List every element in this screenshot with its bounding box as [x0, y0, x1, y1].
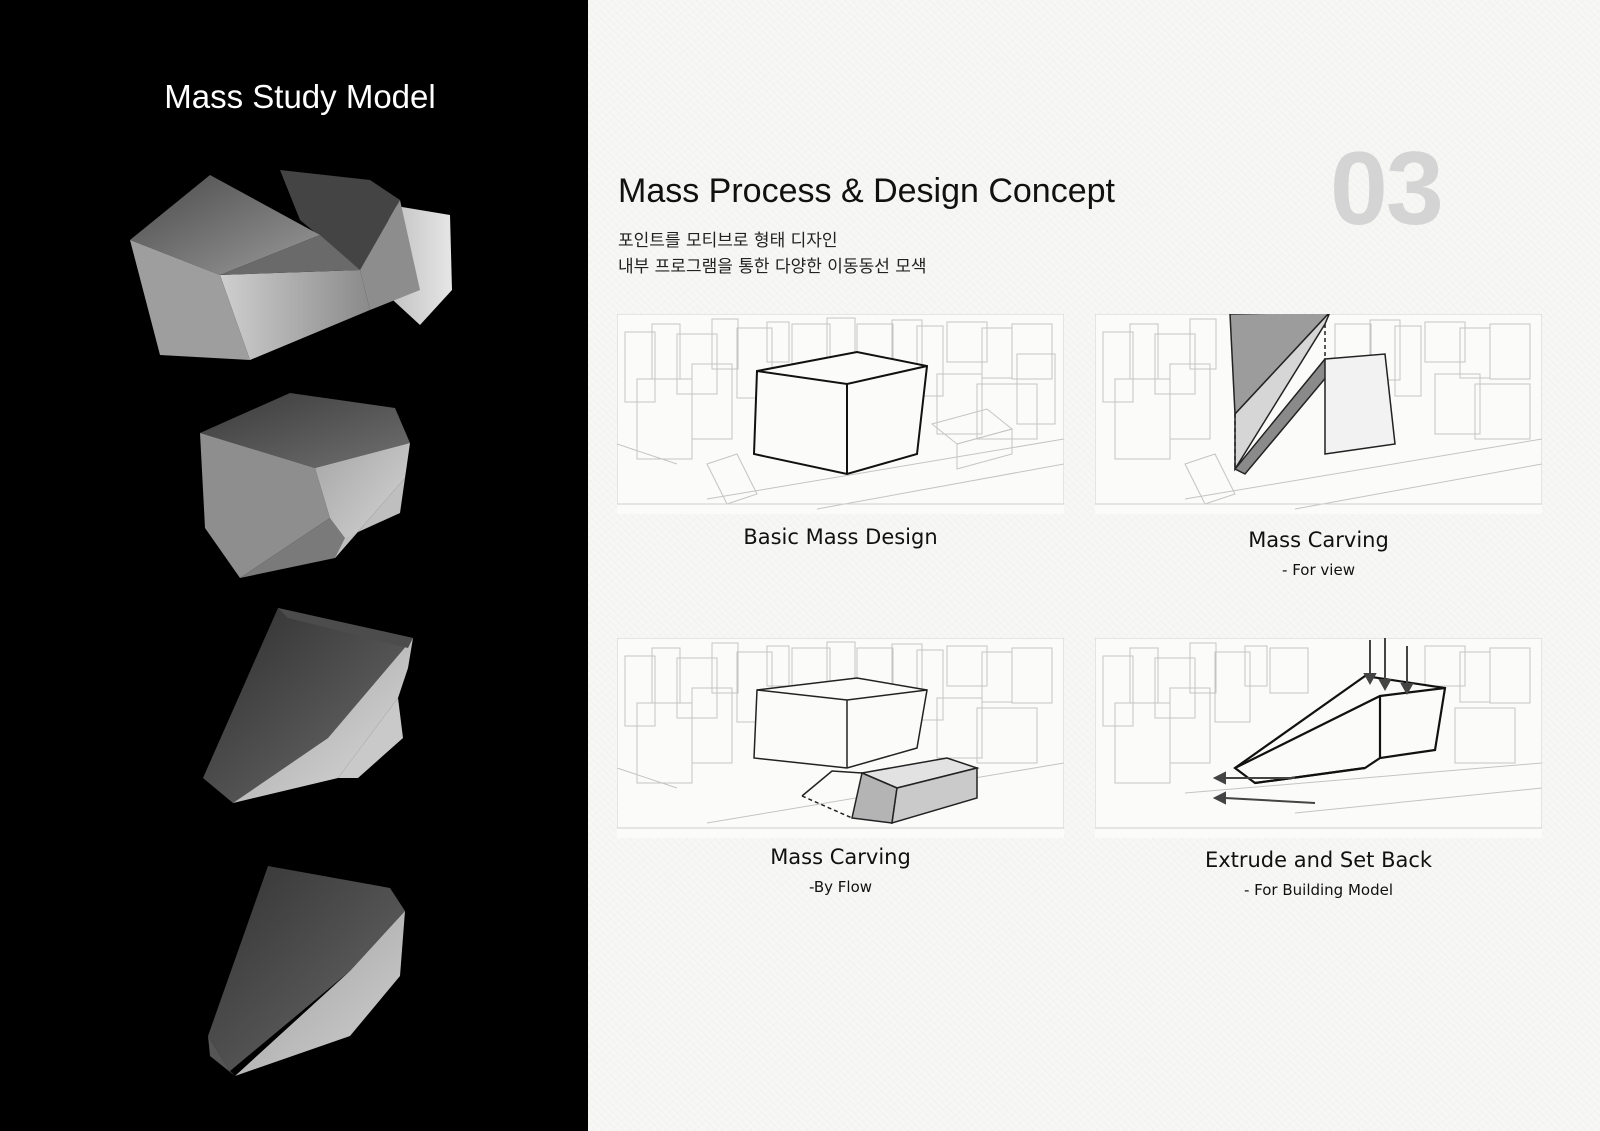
caption-title: Basic Mass Design	[743, 525, 938, 549]
caption-basic-mass: Basic Mass Design	[617, 525, 1064, 549]
page-title: Mass Process & Design Concept	[618, 172, 1115, 210]
caption-title: Extrude and Set Back	[1204, 848, 1433, 872]
caption-subtitle: - For Building Model	[1243, 881, 1394, 899]
subtitle-line-1: 포인트를 모티브로 형태 디자인	[618, 231, 838, 251]
caption-subtitle: - For view	[1282, 561, 1355, 579]
caption-title: Mass Carving	[1248, 528, 1389, 552]
diagram-mass-carving-flow	[617, 638, 1064, 838]
caption-mass-carving-flow: Mass Carving -By Flow	[617, 845, 1064, 896]
diagram-mass-carving-view	[1095, 314, 1542, 514]
subtitle-line-2: 내부 프로그램을 통한 다양한 이동동선 모색	[618, 257, 927, 277]
model-photo-3	[198, 608, 428, 828]
model-photo-2	[195, 388, 425, 588]
caption-extrude-setback: Extrude and Set Back - For Building Mode…	[1095, 848, 1542, 899]
caption-title: Mass Carving	[770, 845, 911, 869]
caption-subtitle: -By Flow	[808, 878, 873, 896]
section-number: 03	[1330, 131, 1444, 247]
model-photo-4	[200, 866, 415, 1086]
model-photo-panel: Mass Study Model	[0, 0, 588, 1131]
caption-mass-carving-view: Mass Carving - For view	[1095, 528, 1542, 579]
process-panel	[588, 0, 1600, 1131]
diagram-extrude-setback	[1095, 638, 1542, 838]
panel-title: Mass Study Model	[164, 78, 436, 115]
diagram-basic-mass	[617, 314, 1064, 514]
model-photo-1	[120, 160, 470, 370]
